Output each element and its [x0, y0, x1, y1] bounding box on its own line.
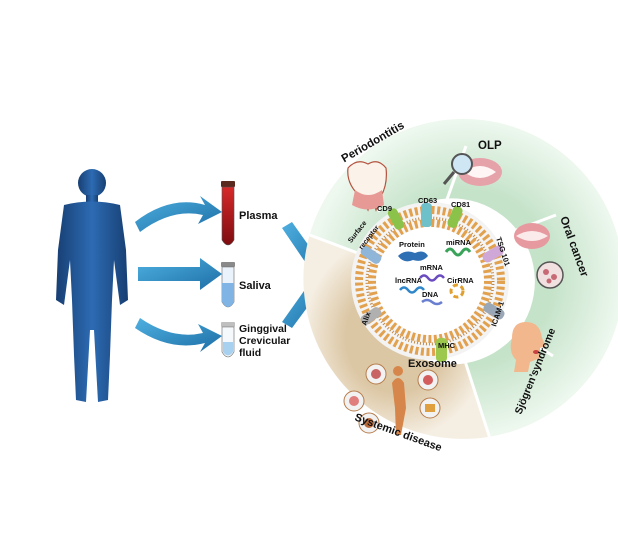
cd81-protein-icon [447, 206, 463, 228]
surface-receptor-icon [360, 246, 382, 264]
membrane-proteins [360, 203, 505, 362]
face-profile-icon [510, 322, 546, 372]
gcf-label-line3: fluid [239, 347, 261, 359]
gcf-tube-icon [221, 322, 235, 358]
cd9-label: CD9 [377, 204, 392, 213]
saliva-label: Saliva [239, 280, 272, 292]
olp-label: OLP [478, 140, 502, 152]
protein-icon [398, 251, 428, 262]
cd81-label: CD81 [451, 200, 470, 209]
cd63-label: CD63 [418, 196, 437, 205]
plasma-label: Plasma [239, 210, 278, 222]
systemic-disease-band [303, 235, 490, 439]
arrow-to-gcf [135, 318, 222, 352]
oral-cancer-icon [514, 223, 564, 289]
tsg101-protein-icon [482, 245, 504, 263]
human-body-icon [56, 169, 128, 402]
plasma-tube-icon [221, 181, 235, 246]
lncrna-label: lncRNA [395, 276, 423, 285]
mirna-label: miRNA [446, 238, 472, 247]
dna-icon [421, 298, 443, 306]
mirna-icon [444, 247, 472, 257]
dna-label: DNA [422, 290, 439, 299]
mrna-label: mRNA [420, 263, 444, 272]
exosome-title: Exosome [408, 358, 457, 370]
cargo-icons [398, 247, 472, 306]
arrow-to-saliva [138, 258, 222, 290]
tooth-icon [347, 161, 387, 212]
mrna-icon [419, 274, 445, 282]
gcf-label-line2: Crevicular [239, 335, 290, 347]
protein-label: Protein [399, 240, 425, 249]
cd63-protein-icon [421, 203, 432, 227]
oral-disease-band [309, 118, 618, 437]
mhc-protein-icon [436, 338, 447, 362]
saliva-tube-icon [221, 262, 235, 308]
icam1-protein-icon [483, 302, 505, 320]
cd9-protein-icon [387, 208, 405, 230]
gcf-label-line1: Ginggival [239, 323, 287, 335]
alix-protein-icon [360, 307, 382, 325]
magnifier-icon [442, 153, 502, 186]
cirrna-icon [449, 283, 465, 299]
systemic-organs-icon [343, 363, 441, 435]
cirrna-label: CirRNA [447, 276, 474, 285]
arrow-to-plasma [135, 196, 222, 232]
mhc-label: MHC [438, 341, 456, 350]
lncrna-icon [399, 286, 425, 294]
